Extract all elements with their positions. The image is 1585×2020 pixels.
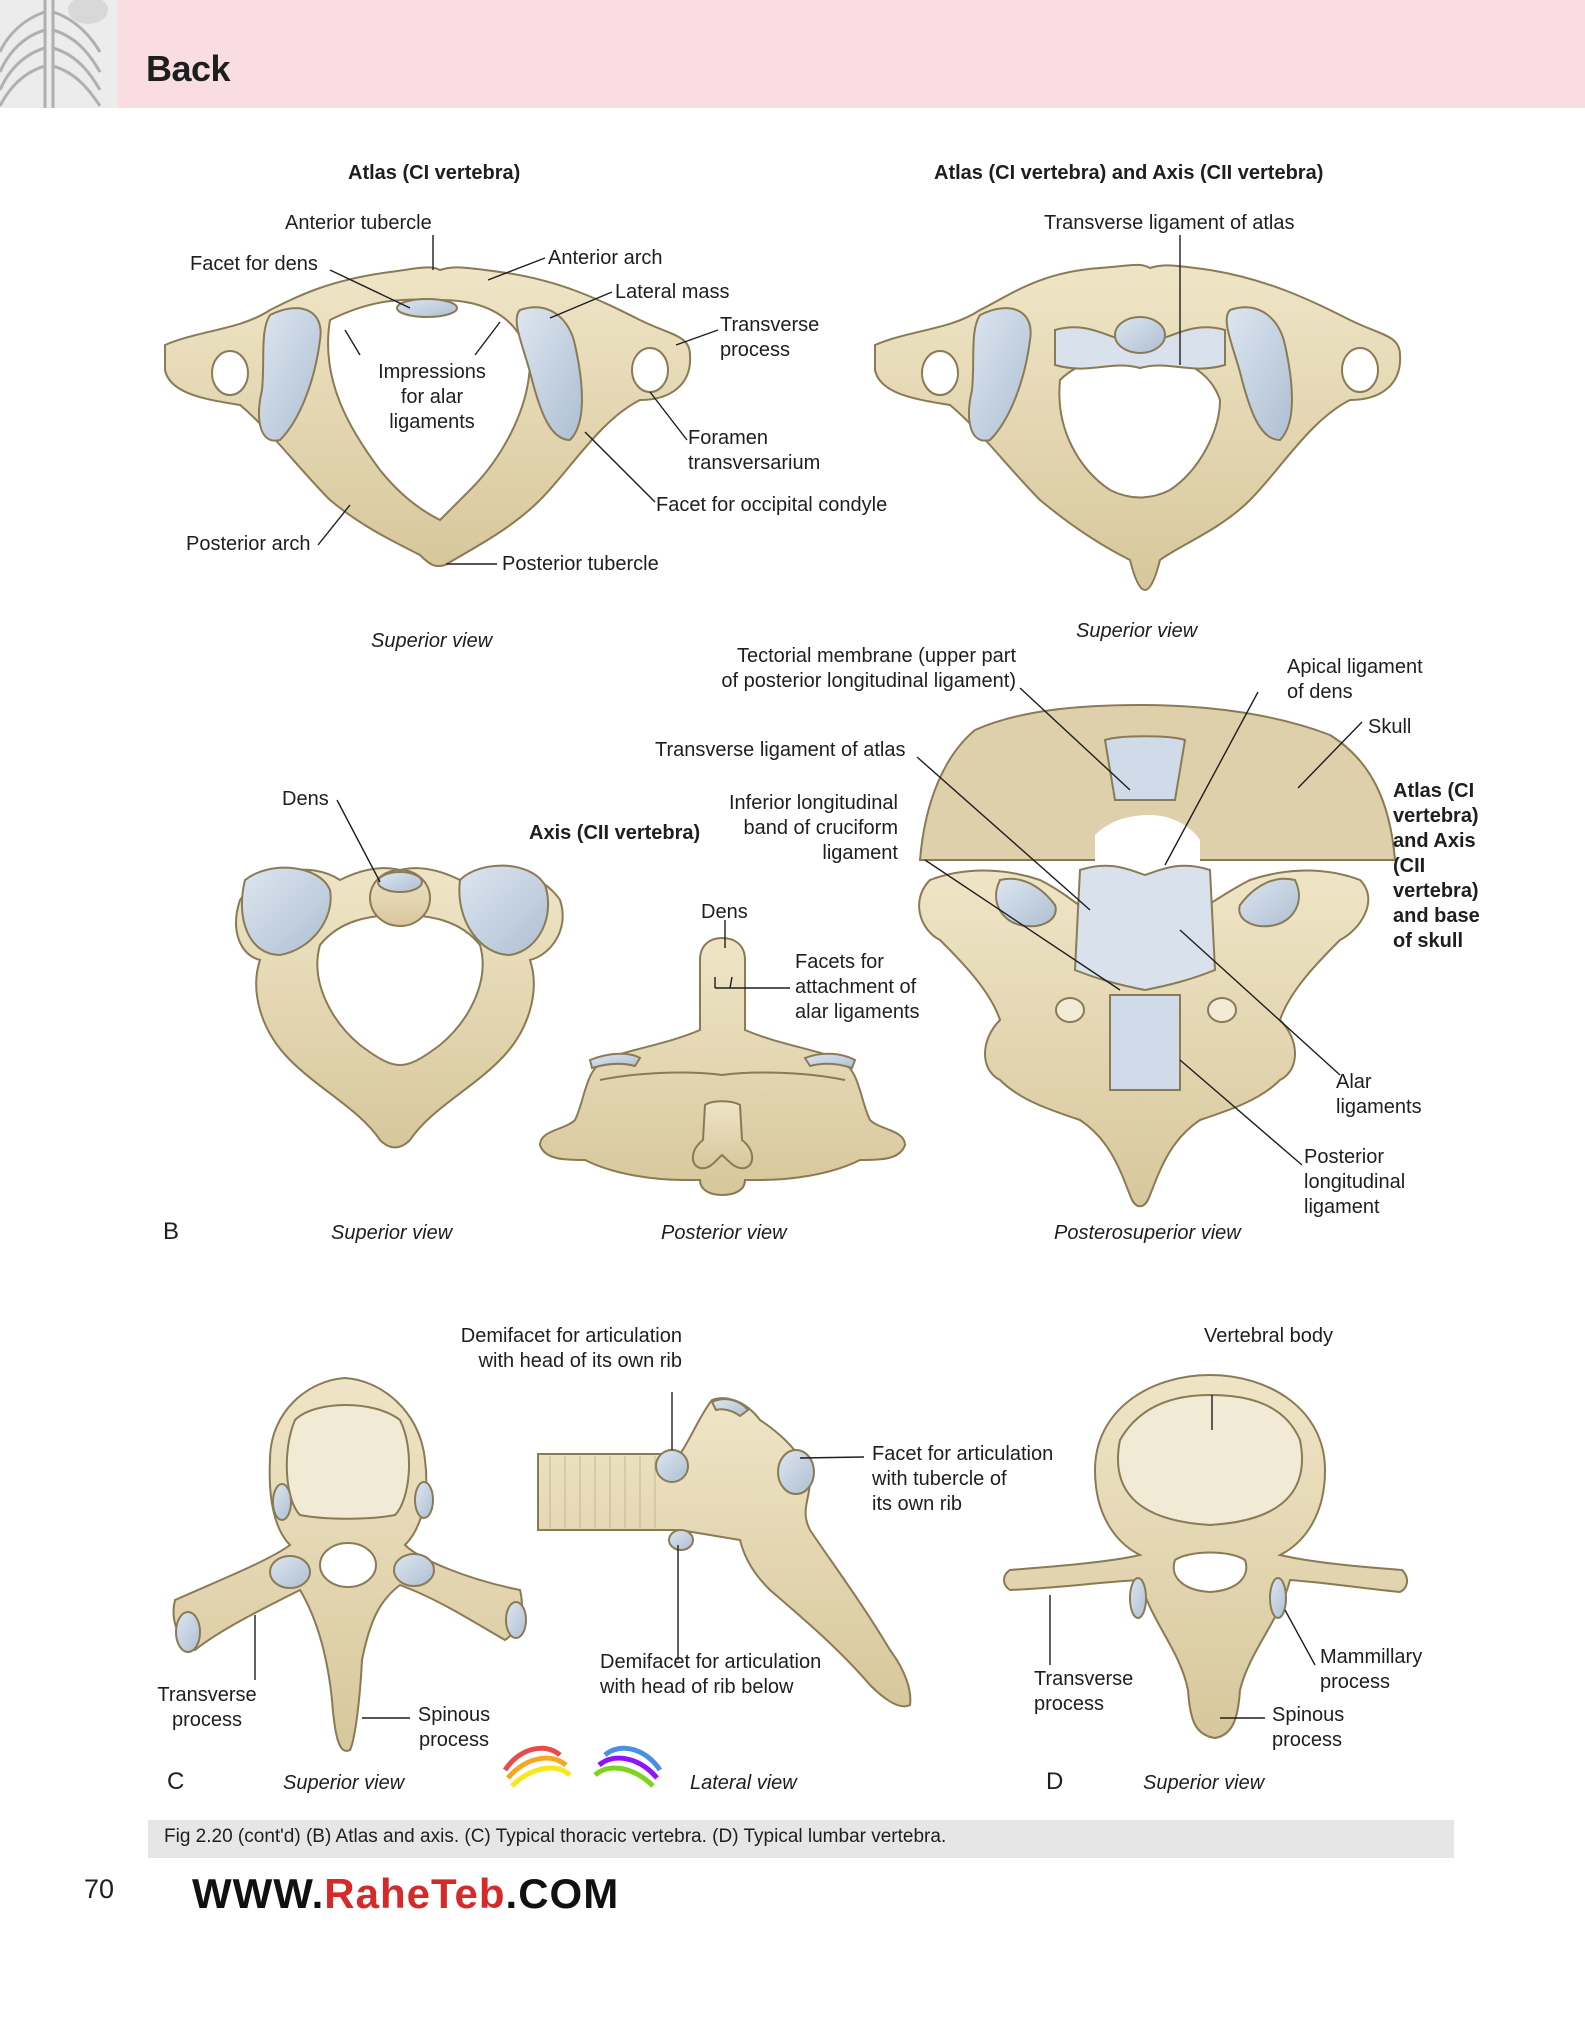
axis-posterior-drawing <box>538 936 907 1197</box>
label-transverse-process-atlas: Transverse process <box>720 314 820 361</box>
thoracic-superior-drawing <box>172 1376 527 1752</box>
view-posterosuperior: Posterosuperior view <box>1054 1222 1241 1244</box>
leader-lines <box>254 235 1363 1719</box>
label-foramen-transversarium: Foramen transversarium <box>688 427 821 474</box>
atlas-axis-superior-drawing <box>874 263 1402 591</box>
label-transverse-ligament-atlas-top: Transverse ligament of atlas <box>1044 212 1295 234</box>
label-dens-superior: Dens <box>282 788 329 810</box>
view-axis-posterior: Posterior view <box>661 1222 787 1244</box>
label-posterior-tubercle: Posterior tubercle <box>502 553 659 575</box>
label-facet-occipital-condyle: Facet for occipital condyle <box>656 494 888 516</box>
label-alar-ligaments: Alar ligaments <box>1336 1071 1422 1118</box>
rainbow-book-logo-icon <box>502 1745 663 1788</box>
label-impressions-alar: Impressions for alar ligaments <box>378 361 486 433</box>
figure-caption: Fig 2.20 (cont'd) (B) Atlas and axis. (C… <box>164 1826 947 1847</box>
atlas-title: Atlas (CI vertebra) <box>348 162 521 184</box>
thoracic-lateral-drawing <box>537 1397 912 1708</box>
posterosuperior-title: Atlas (CI vertebra) and Axis (CII verteb… <box>1393 780 1480 952</box>
posterosuperior-drawing <box>918 703 1397 1208</box>
page-number: 70 <box>84 1874 115 1904</box>
label-tectorial-membrane: Tectorial membrane (upper part of poster… <box>721 645 1016 692</box>
page-header-band <box>118 0 1585 108</box>
label-spinous-process-thoracic: Spinous process <box>417 1704 491 1751</box>
label-transverse-process-lumbar: Transverse process <box>1034 1668 1134 1715</box>
watermark-suffix: .COM <box>505 1870 620 1917</box>
view-atlas-superior: Superior view <box>371 630 493 652</box>
view-atlas-axis-superior: Superior view <box>1076 620 1198 642</box>
label-facet-for-dens: Facet for dens <box>190 253 318 275</box>
label-demifacet-own-rib: Demifacet for articulation with head of … <box>460 1325 682 1372</box>
label-transverse-process-thoracic: Transverse process <box>157 1684 257 1731</box>
figure-caption-band <box>148 1820 1454 1858</box>
label-spinous-process-lumbar: Spinous process <box>1272 1704 1345 1751</box>
label-skull: Skull <box>1368 716 1412 738</box>
label-facets-alar: Facets for attachment of alar ligaments <box>795 951 920 1023</box>
label-anterior-tubercle: Anterior tubercle <box>285 212 432 234</box>
label-transverse-ligament-atlas: Transverse ligament of atlas <box>655 739 906 761</box>
label-vertebral-body: Vertebral body <box>1204 1325 1333 1347</box>
atlas-superior-drawing <box>164 266 692 568</box>
label-dens-posterior: Dens <box>701 901 748 923</box>
label-posterior-longitudinal-ligament: Posterior longitudinal ligament <box>1304 1146 1406 1218</box>
label-facet-tubercle-rib: Facet for articulation with tubercle of … <box>872 1443 1054 1515</box>
panel-letter-c: C <box>167 1768 185 1795</box>
atlas-axis-title: Atlas (CI vertebra) and Axis (CII verteb… <box>934 162 1324 184</box>
label-demifacet-rib-below: Demifacet for articulation with head of … <box>600 1651 822 1698</box>
label-anterior-arch: Anterior arch <box>548 247 663 269</box>
label-lateral-mass: Lateral mass <box>615 281 730 303</box>
axis-superior-drawing <box>235 864 564 1149</box>
view-lumbar-superior: Superior view <box>1143 1772 1265 1794</box>
panel-letter-b: B <box>163 1218 180 1245</box>
watermark-brand: RaheTeb <box>324 1870 506 1917</box>
label-inferior-longitudinal-band: Inferior longitudinal band of cruciform … <box>729 792 898 864</box>
watermark-url: WWW.RaheTeb.COM <box>192 1870 619 1918</box>
page-title: Back <box>146 48 231 89</box>
label-apical-ligament: Apical ligament of dens <box>1287 656 1423 703</box>
lumbar-superior-drawing <box>1003 1373 1408 1740</box>
spine-thumbnail-icon <box>0 0 118 108</box>
watermark-prefix: WWW. <box>192 1870 325 1917</box>
spine-thumbnail <box>0 0 118 108</box>
view-thoracic-lateral: Lateral view <box>690 1772 797 1794</box>
view-axis-superior: Superior view <box>331 1222 453 1244</box>
label-mammillary-process: Mammillary process <box>1320 1646 1423 1693</box>
view-thoracic-superior: Superior view <box>283 1772 405 1794</box>
panel-letter-d: D <box>1046 1768 1064 1795</box>
label-posterior-arch: Posterior arch <box>186 533 311 555</box>
axis-title: Axis (CII vertebra) <box>529 822 701 844</box>
